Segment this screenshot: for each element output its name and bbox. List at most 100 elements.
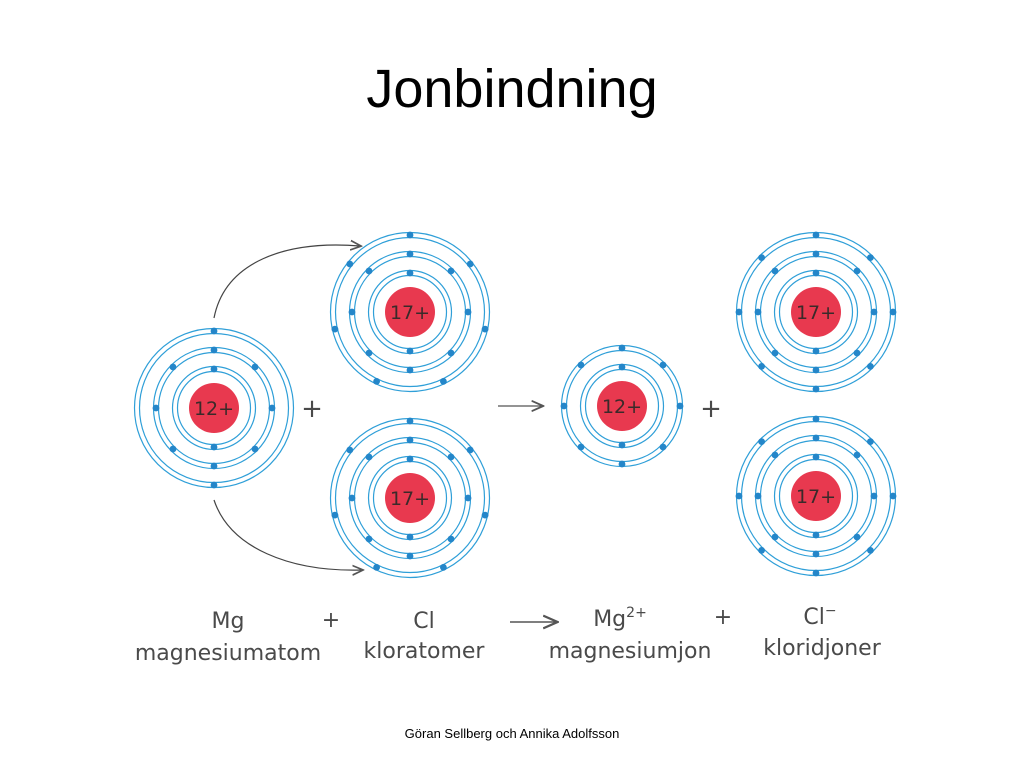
nucleus xyxy=(189,383,239,433)
electron xyxy=(867,438,874,445)
electron xyxy=(331,325,339,333)
electron xyxy=(812,366,820,374)
electron xyxy=(870,308,878,316)
electron xyxy=(618,363,626,371)
electron xyxy=(406,347,414,355)
electron xyxy=(440,564,447,571)
electron xyxy=(618,460,626,468)
electron xyxy=(331,511,339,519)
plus-sign-diagram-left: + xyxy=(301,394,323,424)
electron xyxy=(169,363,177,371)
electron xyxy=(889,308,897,316)
electron xyxy=(406,455,414,463)
electron xyxy=(754,492,762,500)
cl-ion-symbol: Cl− xyxy=(803,603,836,630)
electron xyxy=(812,269,820,277)
electron xyxy=(754,308,762,316)
electron xyxy=(440,378,447,385)
electron xyxy=(812,453,820,461)
plus-sign-equation-left: + xyxy=(322,608,340,633)
electron xyxy=(406,250,414,258)
electron xyxy=(812,231,820,239)
electron xyxy=(676,402,684,410)
electron xyxy=(812,550,820,558)
electron xyxy=(365,267,373,275)
magnesium-ion: 12+ xyxy=(560,344,684,468)
magnesium-atom: 12+ xyxy=(133,327,295,489)
electron xyxy=(406,436,414,444)
mg-ion-charge: 2+ xyxy=(626,605,647,621)
nucleus-charge: 17+ xyxy=(390,488,430,510)
chlorine-atom-bottom: 17+ xyxy=(329,417,491,579)
electron xyxy=(853,533,861,541)
electron xyxy=(867,547,874,554)
electron xyxy=(447,535,455,543)
nucleus-charge: 12+ xyxy=(602,396,642,418)
cl-symbol: Cl xyxy=(413,609,434,634)
electron xyxy=(466,446,474,454)
electron xyxy=(812,250,820,258)
electron xyxy=(758,547,765,554)
cl-ion-charge: − xyxy=(825,603,837,619)
electron xyxy=(867,254,874,261)
electron xyxy=(406,269,414,277)
electron xyxy=(577,443,585,451)
electron xyxy=(210,365,218,373)
slide-title: Jonbindning xyxy=(366,59,658,119)
electron-transfer-arc-top xyxy=(213,245,360,319)
electron xyxy=(348,494,356,502)
nucleus-charge: 17+ xyxy=(390,302,430,324)
electron xyxy=(464,494,472,502)
electron xyxy=(577,361,585,369)
cl-ion-name: kloridjoner xyxy=(763,636,881,661)
plus-sign-diagram-right: + xyxy=(700,394,722,424)
electron xyxy=(251,445,259,453)
electron xyxy=(560,402,568,410)
electron xyxy=(210,462,218,470)
cl-name: kloratomer xyxy=(364,639,486,664)
electron xyxy=(447,349,455,357)
electron xyxy=(365,349,373,357)
mg-symbol: Mg xyxy=(212,609,245,634)
chlorine-atom-top: 17+ xyxy=(329,231,491,393)
nucleus xyxy=(385,473,435,523)
mg-ion-symbol: Mg2+ xyxy=(593,605,647,632)
electron xyxy=(365,453,373,461)
electron xyxy=(406,417,414,425)
electron xyxy=(210,327,218,335)
mg-name: magnesiumatom xyxy=(135,641,321,666)
electron xyxy=(481,511,489,519)
electron xyxy=(812,347,820,355)
electron xyxy=(406,366,414,374)
electron xyxy=(466,260,474,268)
electron xyxy=(365,535,373,543)
electron xyxy=(812,415,820,423)
electron xyxy=(406,231,414,239)
electron xyxy=(812,434,820,442)
electron xyxy=(346,260,354,268)
electron xyxy=(870,492,878,500)
electron xyxy=(889,492,897,500)
nucleus-charge: 12+ xyxy=(194,398,234,420)
nucleus-charge: 17+ xyxy=(796,486,836,508)
electron xyxy=(373,378,380,385)
electron xyxy=(812,531,820,539)
nucleus xyxy=(791,287,841,337)
electron xyxy=(659,443,667,451)
plus-sign-equation-right: + xyxy=(714,605,732,630)
electron xyxy=(210,346,218,354)
electron xyxy=(346,446,354,454)
electron xyxy=(853,451,861,459)
electron xyxy=(758,254,765,261)
electron xyxy=(152,404,160,412)
electron xyxy=(210,481,218,489)
electron xyxy=(406,552,414,560)
electron xyxy=(210,443,218,451)
electron xyxy=(735,308,743,316)
footer-credit: Göran Sellberg och Annika Adolfsson xyxy=(404,726,620,741)
electron xyxy=(812,385,820,393)
electron-transfer-arc-bottom xyxy=(213,499,362,570)
mg-ion-name: magnesiumjon xyxy=(549,639,712,664)
electron xyxy=(447,267,455,275)
